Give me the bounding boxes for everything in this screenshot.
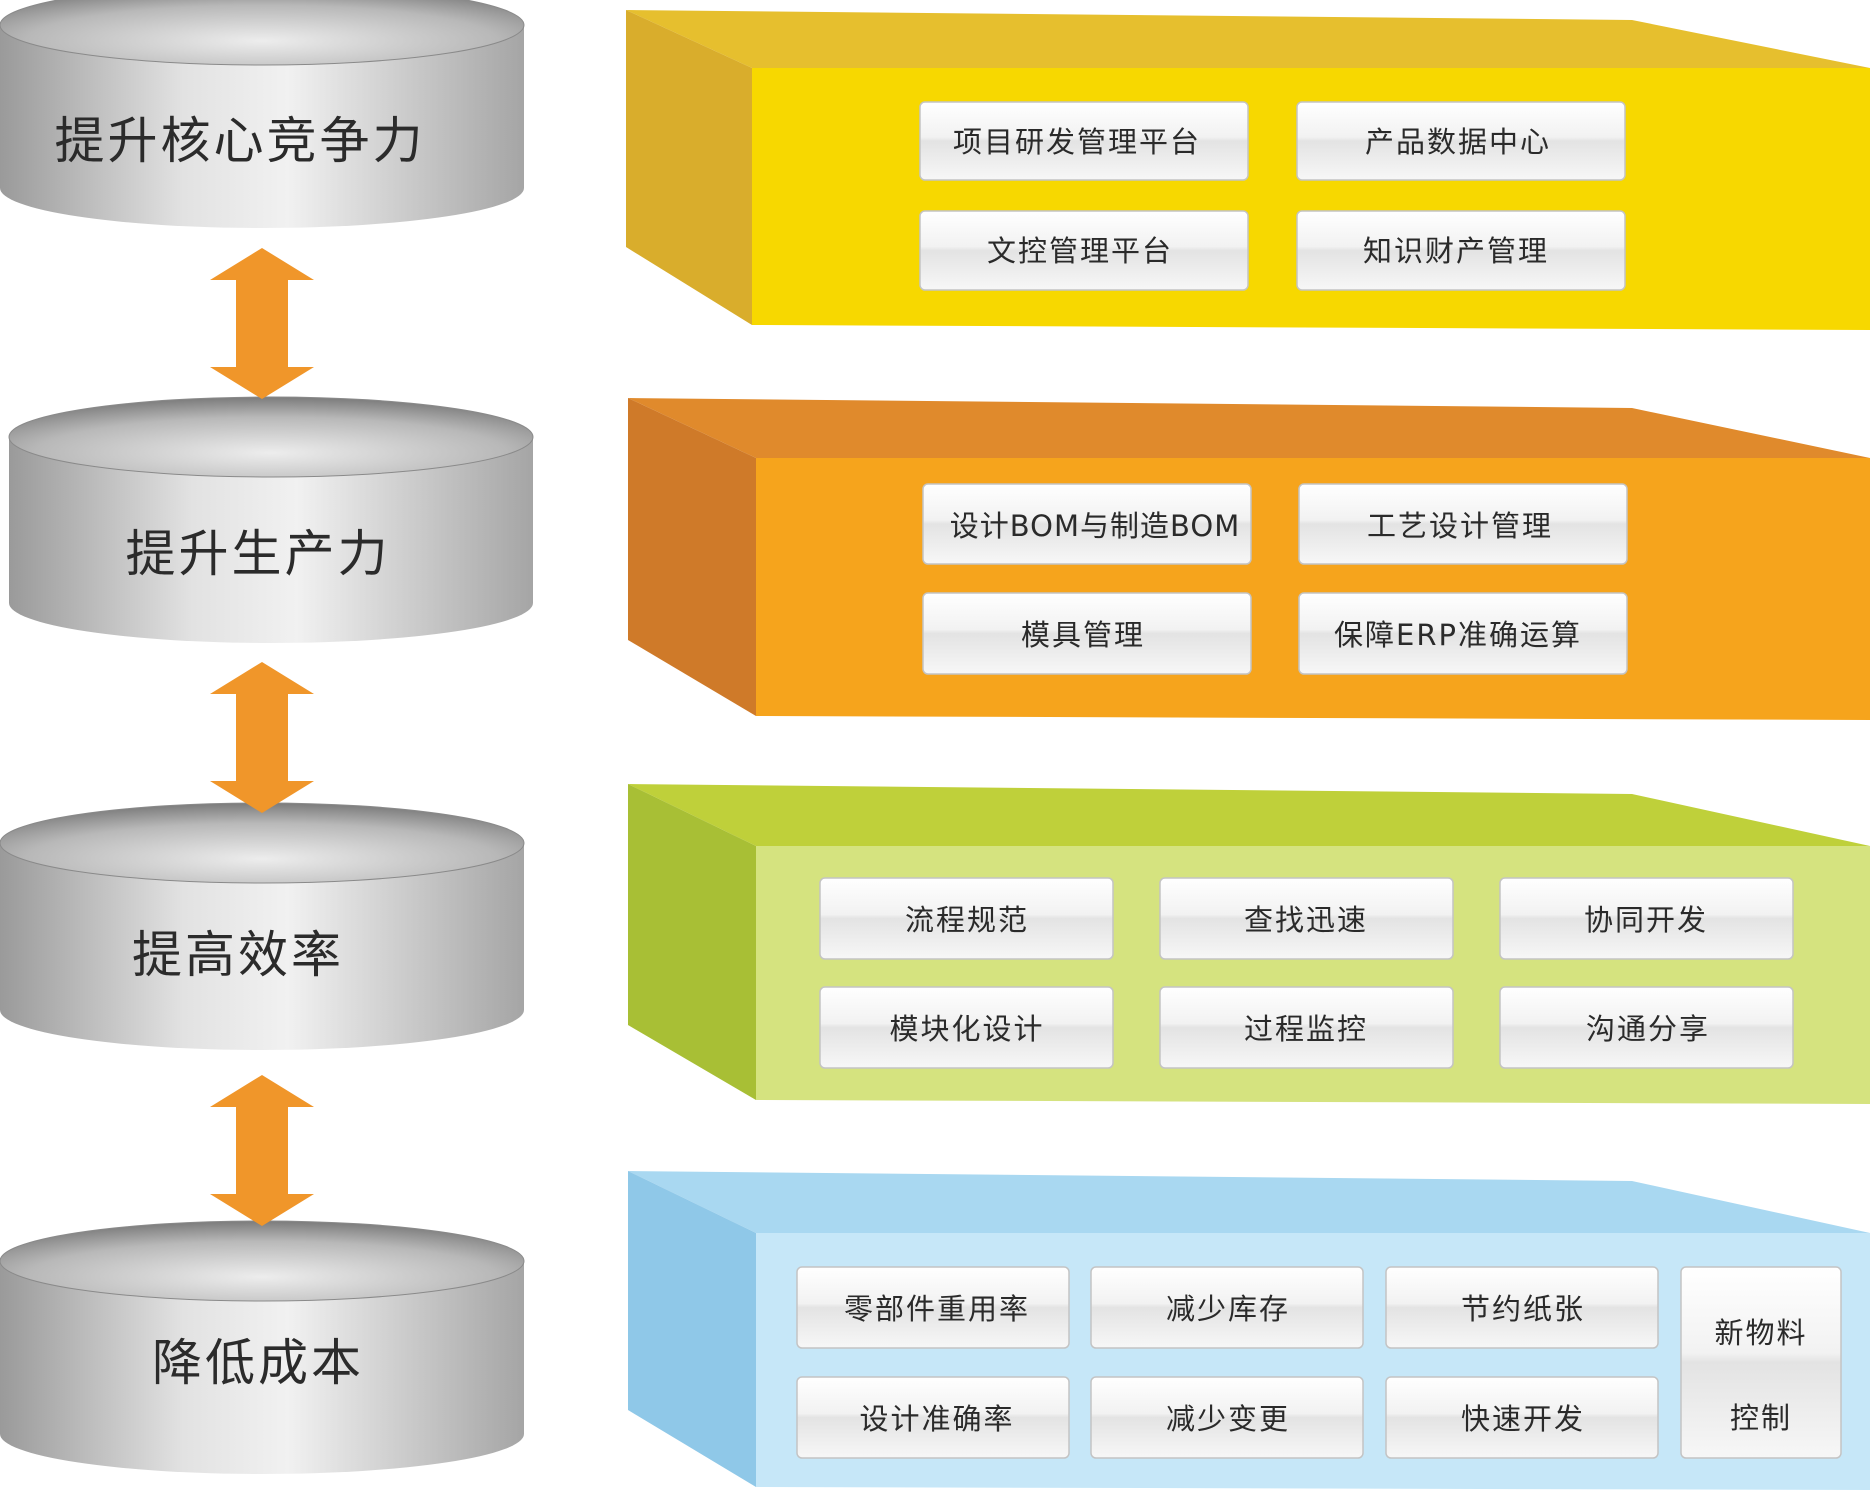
svg-text:模具管理: 模具管理 <box>1021 618 1145 652</box>
double-arrow-icon <box>210 662 314 813</box>
layer-efficiency: 流程规范 查找迅速 协同开发 模块化设计 过程监控 沟通分享 <box>628 784 1870 1104</box>
goal-cylinder-2: 提升生产力 <box>8 396 534 643</box>
svg-text:保障ERP准确运算: 保障ERP准确运算 <box>1334 618 1582 652</box>
double-arrow-icon <box>210 1075 314 1226</box>
layer-core-competitiveness: 项目研发管理平台 产品数据中心 文控管理平台 知识财产管理 <box>626 10 1870 330</box>
svg-text:节约纸张: 节约纸张 <box>1461 1292 1585 1326</box>
svg-text:零部件重用率: 零部件重用率 <box>844 1292 1030 1326</box>
item-button: 设计BOM与制造BOM <box>922 483 1252 565</box>
item-button: 保障ERP准确运算 <box>1298 592 1628 675</box>
goal-label: 提升核心竞争力 <box>55 112 426 170</box>
svg-text:文控管理平台: 文控管理平台 <box>987 234 1173 268</box>
svg-text:产品数据中心: 产品数据中心 <box>1365 125 1551 159</box>
item-button: 模具管理 <box>922 592 1252 675</box>
item-button: 减少库存 <box>1090 1266 1364 1349</box>
item-button: 知识财产管理 <box>1296 210 1626 291</box>
svg-text:减少库存: 减少库存 <box>1166 1292 1290 1326</box>
svg-text:项目研发管理平台: 项目研发管理平台 <box>953 125 1201 159</box>
goal-label: 提高效率 <box>132 926 344 984</box>
svg-text:过程监控: 过程监控 <box>1244 1012 1368 1046</box>
goal-cylinder-4: 降低成本 <box>0 1220 525 1474</box>
goal-cylinder-3: 提高效率 <box>0 802 525 1050</box>
item-button: 快速开发 <box>1385 1376 1659 1459</box>
layer-cost-reduction: 零部件重用率 减少库存 节约纸张 设计准确率 减少变更 快速开发 新物料 控制 <box>628 1171 1870 1490</box>
item-button: 工艺设计管理 <box>1298 483 1628 565</box>
connector-arrows <box>210 248 314 1226</box>
double-arrow-icon <box>210 248 314 399</box>
svg-text:控制: 控制 <box>1730 1401 1792 1435</box>
item-button: 减少变更 <box>1090 1376 1364 1459</box>
svg-text:快速开发: 快速开发 <box>1461 1402 1585 1436</box>
item-button: 查找迅速 <box>1159 877 1454 960</box>
item-button: 零部件重用率 <box>796 1266 1070 1349</box>
layer-productivity: 设计BOM与制造BOM 工艺设计管理 模具管理 保障ERP准确运算 <box>628 398 1870 720</box>
svg-text:减少变更: 减少变更 <box>1166 1402 1290 1436</box>
item-button: 文控管理平台 <box>919 210 1249 291</box>
item-button: 沟通分享 <box>1499 986 1794 1069</box>
item-button: 设计准确率 <box>796 1376 1070 1459</box>
item-button: 产品数据中心 <box>1296 101 1626 181</box>
item-button: 协同开发 <box>1499 877 1794 960</box>
item-button-tall: 新物料 控制 <box>1680 1266 1842 1459</box>
goal-label: 降低成本 <box>152 1334 364 1392</box>
svg-text:设计准确率: 设计准确率 <box>859 1402 1014 1436</box>
item-button: 过程监控 <box>1159 986 1454 1069</box>
svg-text:设计BOM与制造BOM: 设计BOM与制造BOM <box>950 509 1240 543</box>
svg-text:知识财产管理: 知识财产管理 <box>1363 234 1549 268</box>
item-button: 流程规范 <box>819 877 1114 960</box>
svg-text:模块化设计: 模块化设计 <box>889 1012 1044 1046</box>
svg-text:协同开发: 协同开发 <box>1584 903 1708 937</box>
goal-cylinder-1: 提升核心竞争力 <box>0 0 525 228</box>
svg-text:流程规范: 流程规范 <box>905 903 1029 937</box>
svg-text:查找迅速: 查找迅速 <box>1244 903 1368 937</box>
item-button: 模块化设计 <box>819 986 1114 1069</box>
item-button: 项目研发管理平台 <box>919 101 1249 181</box>
svg-text:工艺设计管理: 工艺设计管理 <box>1367 509 1553 543</box>
svg-text:沟通分享: 沟通分享 <box>1586 1012 1710 1046</box>
svg-text:新物料: 新物料 <box>1714 1316 1807 1350</box>
goal-label: 提升生产力 <box>126 525 391 583</box>
item-button: 节约纸张 <box>1385 1266 1659 1349</box>
